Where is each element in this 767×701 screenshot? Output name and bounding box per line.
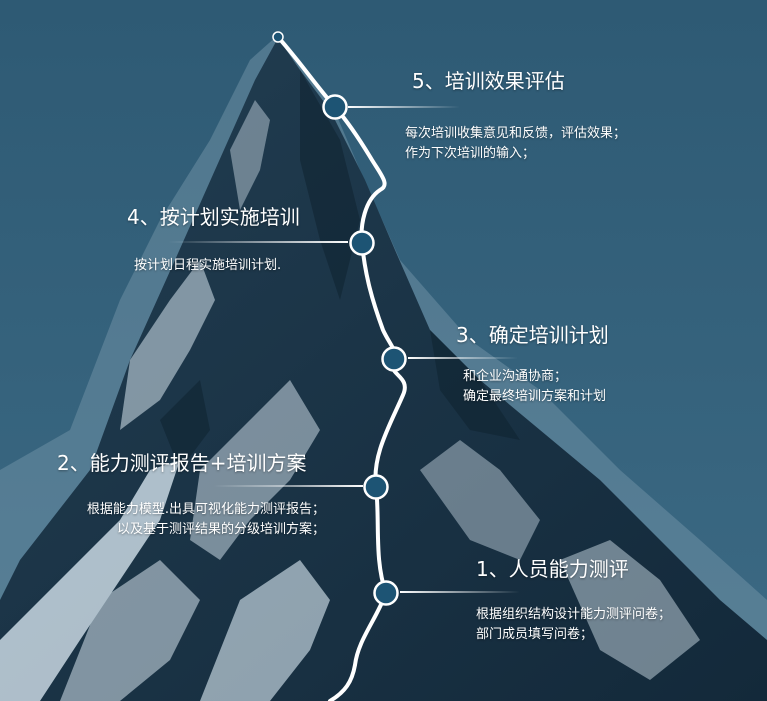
step-node-5 (322, 94, 348, 120)
connector-line-3 (408, 357, 518, 359)
step-node-4 (349, 230, 375, 256)
step-node-2 (363, 474, 389, 500)
step-5-description: 每次培训收集意见和反馈，评估效果； 作为下次培训的输入； (405, 124, 626, 164)
step-node-1 (373, 580, 399, 606)
step-3-line-2: 确定最终培训方案和计划 (463, 389, 607, 404)
connector-line-4 (168, 241, 348, 243)
step-3-description: 和企业沟通协商； 确定最终培训方案和计划 (463, 367, 606, 407)
step-node-3 (381, 346, 407, 372)
step-2-line-1: 根据能力模型.出具可视化能力测评报告； (86, 502, 325, 517)
connector-line-1 (400, 591, 520, 593)
step-4-title: 4、按计划实施培训 (127, 205, 300, 229)
step-5-line-2: 作为下次培训的输入； (405, 146, 536, 161)
connector-line-2 (213, 485, 363, 487)
snow-patches (0, 100, 700, 701)
step-5-title: 5、培训效果评估 (412, 69, 565, 93)
step-2-title: 2、能力测评报告+培训方案 (57, 451, 307, 475)
step-1-line-1: 根据组织结构设计能力测评问卷； (476, 607, 672, 622)
summit-dot (272, 31, 284, 43)
step-2-description: 根据能力模型.出具可视化能力测评报告； 以及基于测评结果的分级培训方案； (30, 500, 325, 540)
step-4-description: 按计划日程实施培训计划. (134, 256, 281, 276)
step-1-line-2: 部门成员填写问卷； (476, 627, 594, 642)
step-1-title: 1、人员能力测评 (476, 557, 629, 581)
step-1-description: 根据组织结构设计能力测评问卷； 部门成员填写问卷； (476, 605, 671, 645)
step-3-line-1: 和企业沟通协商； (463, 369, 568, 384)
step-2-line-2: 以及基于测评结果的分级培训方案； (116, 522, 325, 537)
connector-line-5 (348, 106, 460, 108)
step-4-line-1: 按计划日程实施培训计划. (134, 258, 282, 273)
step-3-title: 3、确定培训计划 (456, 323, 609, 347)
step-5-line-1: 每次培训收集意见和反馈，评估效果； (405, 126, 627, 141)
